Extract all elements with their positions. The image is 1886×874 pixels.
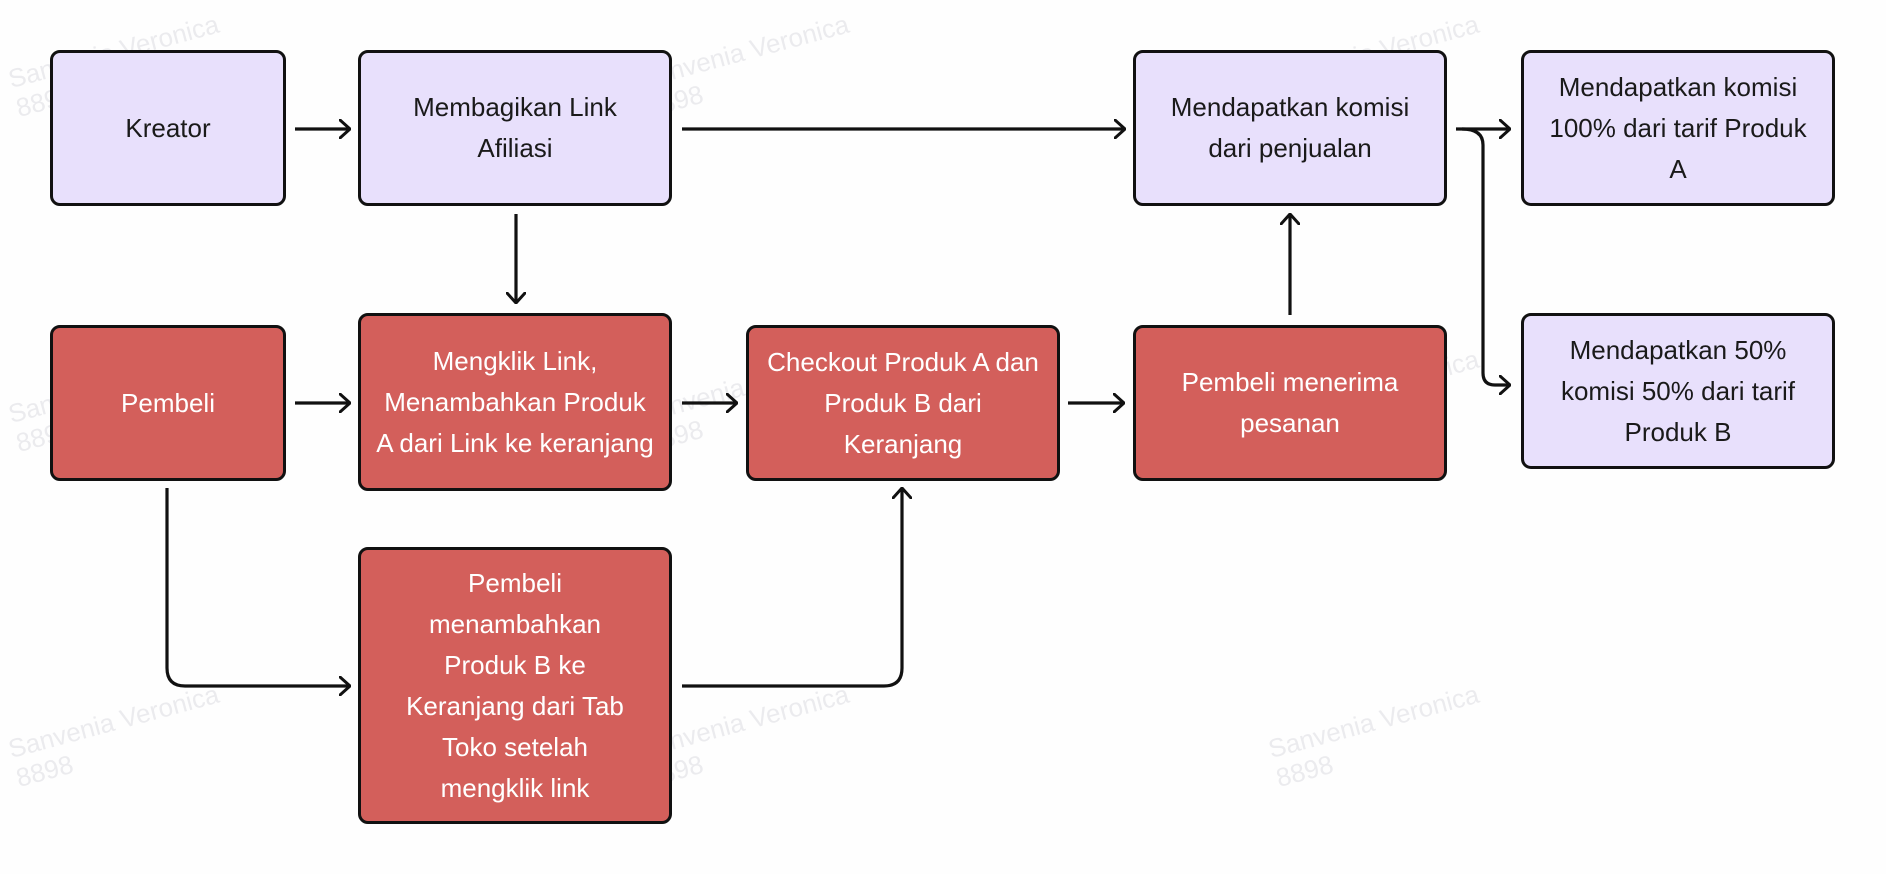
node-tab-toko: Pembeli menambahkan Produk B ke Keranjan… [358, 547, 672, 824]
node-pembeli-menerima: Pembeli menerima pesanan [1133, 325, 1447, 481]
node-membagikan-link: Membagikan Link Afiliasi [358, 50, 672, 206]
node-kreator: Kreator [50, 50, 286, 206]
node-pembeli: Pembeli [50, 325, 286, 481]
node-mengklik-link: Mengklik Link, Menambahkan Produk A dari… [358, 313, 672, 491]
arrow-komisi-to-komisi-b [1461, 127, 1510, 385]
arrow-pembeli-to-tab-toko [165, 488, 350, 686]
node-mendapatkan-komisi: Mendapatkan komisi dari penjualan [1133, 50, 1447, 206]
node-checkout: Checkout Produk A dan Produk B dari Kera… [746, 325, 1060, 481]
node-komisi-produk-a: Mendapatkan komisi 100% dari tarif Produ… [1521, 50, 1835, 206]
arrow-tab-toko-to-checkout [682, 488, 902, 688]
node-komisi-produk-b: Mendapatkan 50% komisi 50% dari tarif Pr… [1521, 313, 1835, 469]
